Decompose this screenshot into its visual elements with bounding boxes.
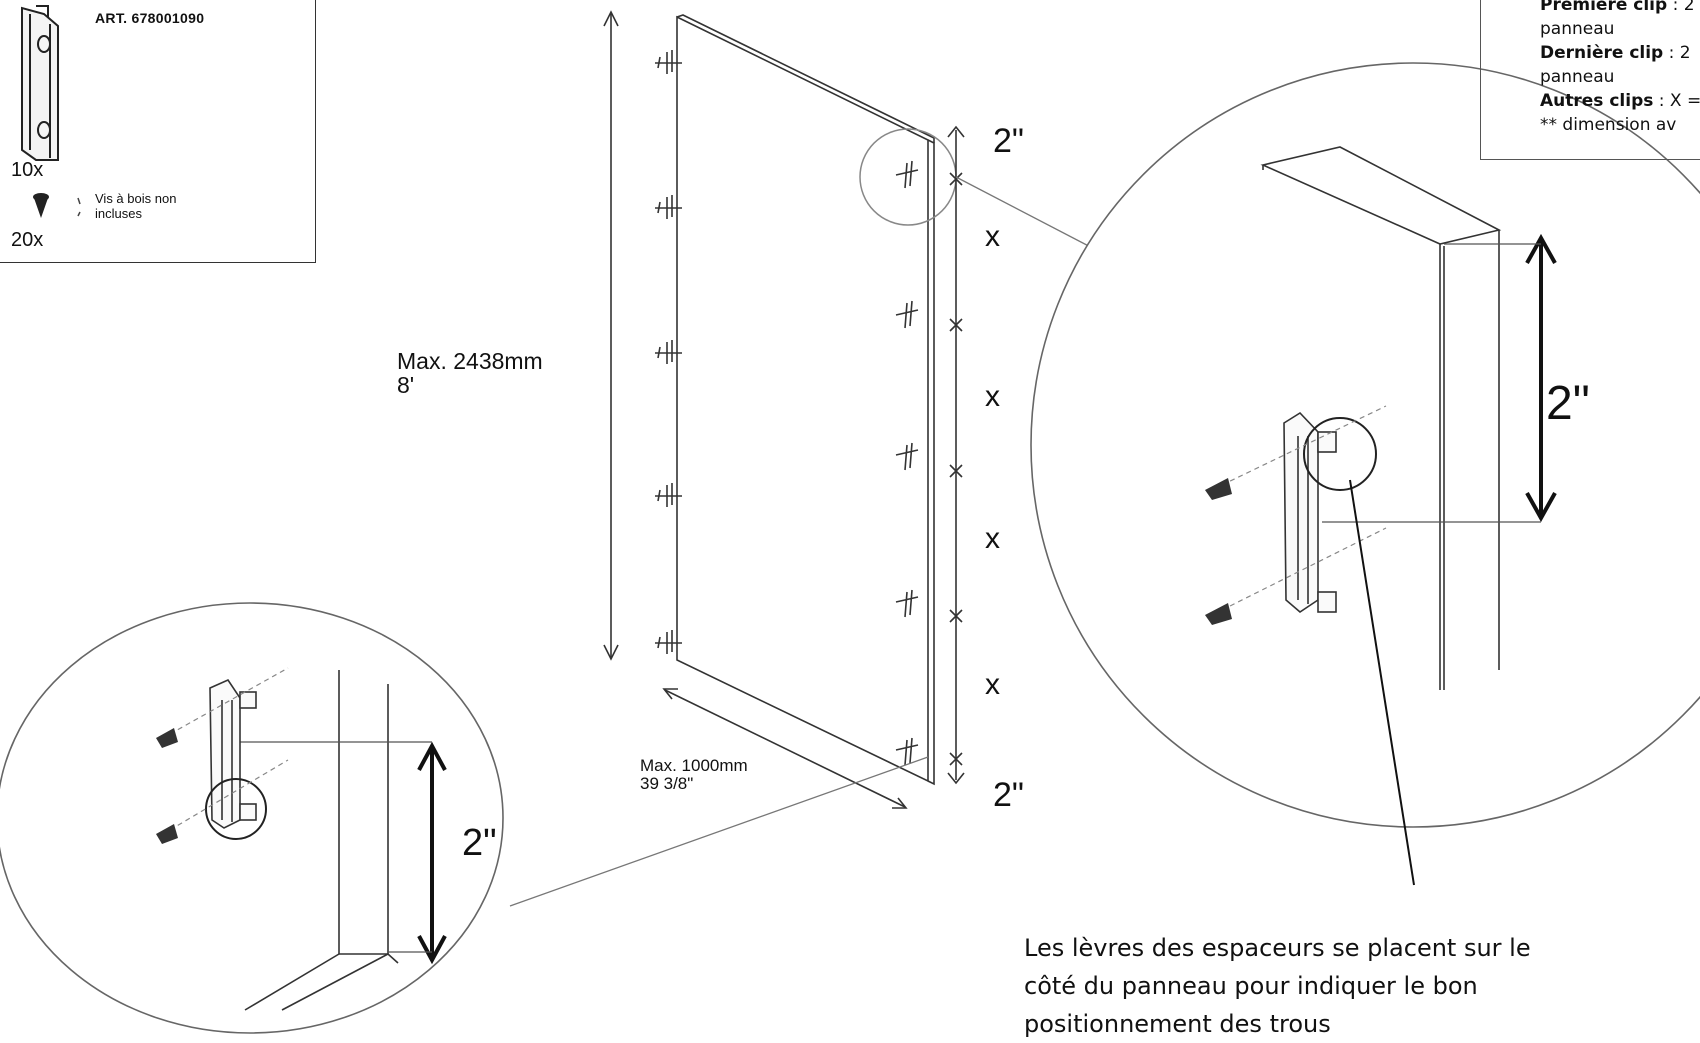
height-mm-label: Max. 2438mm [397, 348, 543, 374]
top-margin-label: 2" [993, 122, 1024, 160]
bottom-margin-label: 2" [993, 776, 1024, 814]
screw-note: Vis à bois non incluses [95, 191, 177, 221]
placement-notes-box: Première clip : 2 panneau Dernière clip … [1480, 0, 1700, 160]
note-other-clips: Autres clips : X = [1540, 91, 1700, 111]
wood-screw-icon [33, 193, 81, 218]
screw-quantity: 20x [11, 229, 44, 251]
note-first-clip-cont: panneau [1540, 19, 1615, 39]
height-ft-label: 8' [397, 372, 415, 398]
width-mm-label: Max. 1000mm [640, 756, 748, 775]
note-last-clip-cont: panneau [1540, 67, 1615, 87]
left-detail-dim-label: 2" [462, 822, 497, 864]
note-first-clip: Première clip : 2 [1540, 0, 1695, 15]
article-number: ART. 678001090 [95, 10, 205, 26]
spacing-x-2: x [985, 380, 1000, 413]
panel [676, 14, 935, 786]
right-detail-view [1030, 62, 1700, 886]
spacer-clip-icon [21, 5, 59, 161]
spacing-x-1: x [985, 220, 1000, 253]
spacing-x-3: x [985, 522, 1000, 555]
spacing-dimension-chain [947, 125, 965, 785]
left-detail-view [0, 602, 504, 1034]
spacing-x-4: x [985, 668, 1000, 701]
note-dimension: ** dimension av [1540, 115, 1677, 135]
right-detail-dim-label: 2" [1546, 377, 1590, 430]
panel-right-clips [895, 160, 919, 766]
zoom-leader-lines [509, 176, 1105, 907]
panel-left-clips [655, 50, 682, 654]
parts-list-box: ART. 678001090 10x 20x Vis à bois non in… [0, 0, 316, 263]
height-dimension-arrow [603, 10, 619, 661]
width-in-label: 39 3/8" [640, 774, 694, 793]
clip-quantity: 10x [11, 159, 44, 181]
note-last-clip: Dernière clip : 2 [1540, 43, 1691, 63]
spacer-lip-caption: Les lèvres des espaceurs se placent sur … [1024, 934, 1531, 1038]
width-dimension-arrow [662, 688, 908, 809]
